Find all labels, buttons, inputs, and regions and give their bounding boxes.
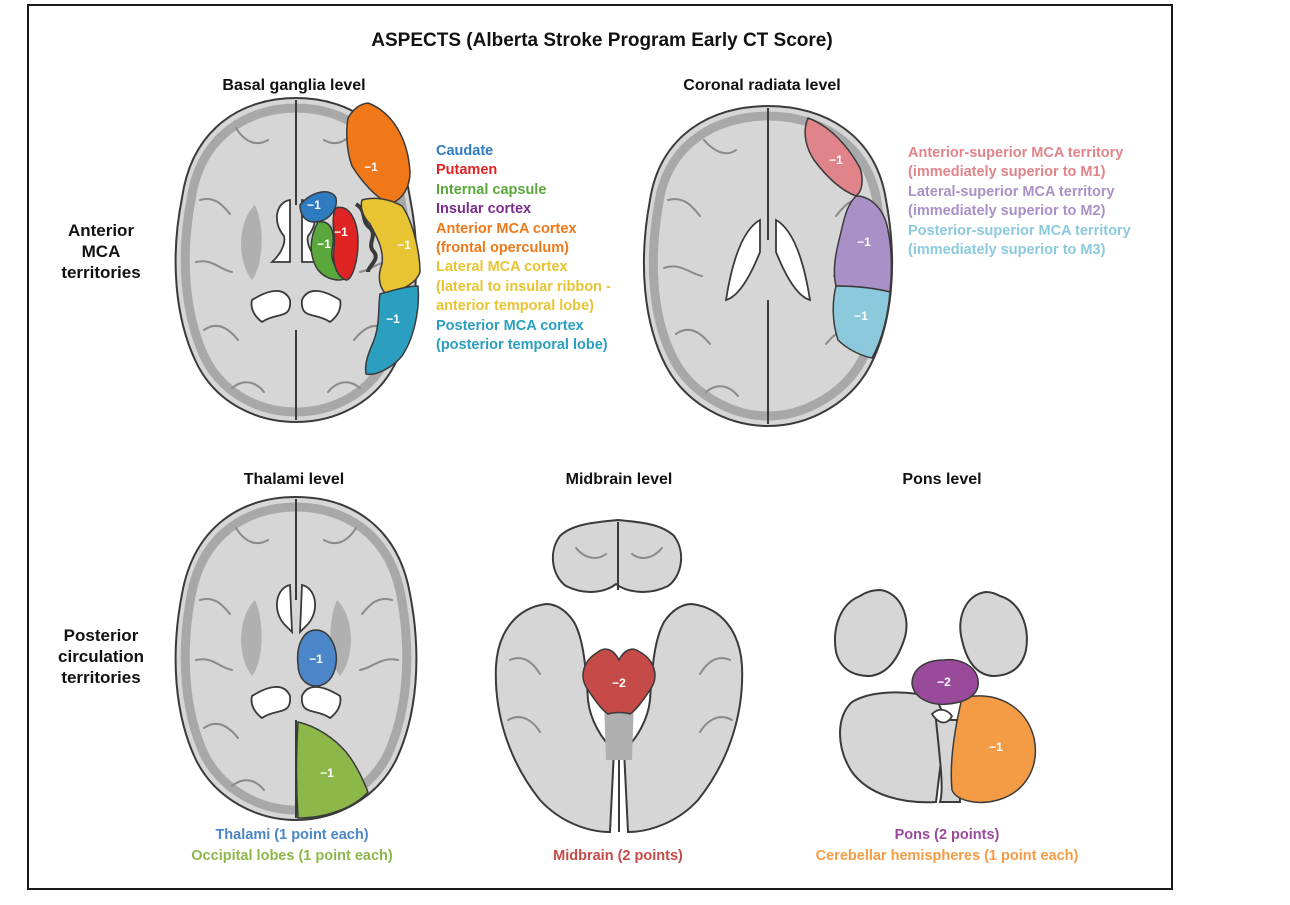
caption-midbrain: Midbrain (2 points) xyxy=(553,846,683,867)
level-label-thalami: Thalami level xyxy=(243,471,345,488)
region-thalamus xyxy=(296,629,338,687)
region-caudate xyxy=(299,191,337,223)
region-putamen xyxy=(332,206,359,281)
level-label-pons: Pons level xyxy=(902,471,982,488)
legend-basal-item: Caudate xyxy=(436,143,494,159)
score-putamen: −1 xyxy=(334,225,348,239)
score-lateral-mca: −1 xyxy=(397,238,411,252)
legend-basal-item: Anterior MCA cortex xyxy=(436,220,577,237)
row-label-posterior: Posterior circulation territories xyxy=(58,625,144,688)
caption-pons: Pons (2 points) Cerebellar hemispheres (1… xyxy=(816,825,1079,867)
level-label-midbrain: Midbrain level xyxy=(565,471,673,488)
score-pons: −2 xyxy=(937,675,951,689)
score-thalamus: −1 xyxy=(309,652,323,666)
region-posterior-mca-cortex xyxy=(364,285,420,376)
score-midbrain: −2 xyxy=(612,676,626,690)
legend-basal-item: (posterior temporal lobe) xyxy=(436,337,608,354)
legend-basal-item: anterior temporal lobe) xyxy=(436,298,594,315)
legend-coronal-item: Lateral-superior MCA territory xyxy=(908,183,1115,200)
score-anterior-superior-mca: −1 xyxy=(829,153,843,167)
legend-coronal-item: (immediately superior to M1) xyxy=(908,164,1106,181)
coronal-radiata-brain: −1 −1 −1 xyxy=(642,104,894,428)
legend-coronal-item: (immediately superior to M2) xyxy=(908,203,1106,220)
legend-coronal-item: Posterior-superior MCA territory xyxy=(908,222,1131,239)
pons-cerebellum-left xyxy=(839,691,948,804)
legend-coronal-item: (immediately superior to M3) xyxy=(908,242,1106,259)
score-occipital: −1 xyxy=(320,766,334,780)
level-label-coronal-radiata: Coronal radiata level xyxy=(683,77,841,94)
region-posterior-superior-mca xyxy=(832,285,891,359)
region-anterior-mca-cortex xyxy=(346,102,411,205)
score-lateral-superior-mca: −1 xyxy=(857,235,871,249)
legend-basal-item: (lateral to insular ribbon - xyxy=(436,278,611,295)
row-label-anterior-line: Anterior xyxy=(67,221,135,240)
pons-section: −2 −1 xyxy=(834,588,1036,804)
caption-midbrain-line: Midbrain (2 points) xyxy=(553,848,683,864)
score-anterior-mca: −1 xyxy=(364,160,378,174)
legend-basal-item: Lateral MCA cortex xyxy=(436,259,568,276)
legend-basal-item: Posterior MCA cortex xyxy=(436,317,584,334)
caption-thalami-line: Thalami (1 point each) xyxy=(215,827,369,843)
row-label-posterior-line: Posterior xyxy=(63,626,139,645)
caption-thalami-line: Occipital lobes (1 point each) xyxy=(191,848,393,864)
thalami-ventricles xyxy=(276,583,316,635)
row-label-posterior-line: territories xyxy=(61,668,141,687)
figure-title: ASPECTS (Alberta Stroke Program Early CT… xyxy=(371,30,833,51)
row-label-anterior-line: territories xyxy=(61,263,141,282)
region-occipital-lobe xyxy=(295,721,369,819)
midbrain-temporal-left xyxy=(494,602,616,834)
score-internal-capsule: −1 xyxy=(317,237,331,251)
region-pons xyxy=(911,658,979,706)
midbrain-section: −2 xyxy=(494,518,744,834)
region-midbrain xyxy=(582,648,656,715)
caption-pons-line: Pons (2 points) xyxy=(894,827,1000,843)
score-caudate: −1 xyxy=(307,198,321,212)
basal-ganglia-brain: −1 −1 −1 −1 −1 −1 xyxy=(174,96,421,424)
legend-basal-item: (frontal operculum) xyxy=(436,240,569,257)
row-label-anterior: Anterior MCA territories xyxy=(61,220,140,283)
thalami-brain-outline xyxy=(174,495,418,822)
row-label-posterior-line: circulation xyxy=(58,647,144,666)
legend-coronal-item: Anterior-superior MCA territory xyxy=(908,145,1124,161)
legend-basal-item: Insular cortex xyxy=(436,201,532,218)
legend-basal-item: Internal capsule xyxy=(436,181,547,198)
coronal-radiata-ventricles xyxy=(724,218,812,302)
row-label-anterior-line: MCA xyxy=(81,242,121,261)
caption-pons-line: Cerebellar hemispheres (1 point each) xyxy=(815,848,1079,864)
score-cerebellum: −1 xyxy=(989,740,1003,754)
legend-coronal-radiata: Anterior-superior MCA territory (immediat… xyxy=(908,144,1131,260)
score-posterior-mca: −1 xyxy=(386,312,400,326)
thalami-brain: −1 −1 xyxy=(174,495,418,822)
score-posterior-superior-mca: −1 xyxy=(854,309,868,323)
legend-basal-item: Putamen xyxy=(436,162,498,179)
pons-temporal-right xyxy=(959,590,1028,678)
caption-thalami: Thalami (1 point each) Occipital lobes (1… xyxy=(191,825,392,867)
level-label-basal-ganglia: Basal ganglia level xyxy=(222,77,366,94)
basal-ganglia-brain-outline xyxy=(174,96,418,424)
pons-temporal-left xyxy=(834,588,908,678)
coronal-radiata-brain-outline xyxy=(642,104,894,428)
region-cerebellar-hemisphere xyxy=(950,695,1036,804)
